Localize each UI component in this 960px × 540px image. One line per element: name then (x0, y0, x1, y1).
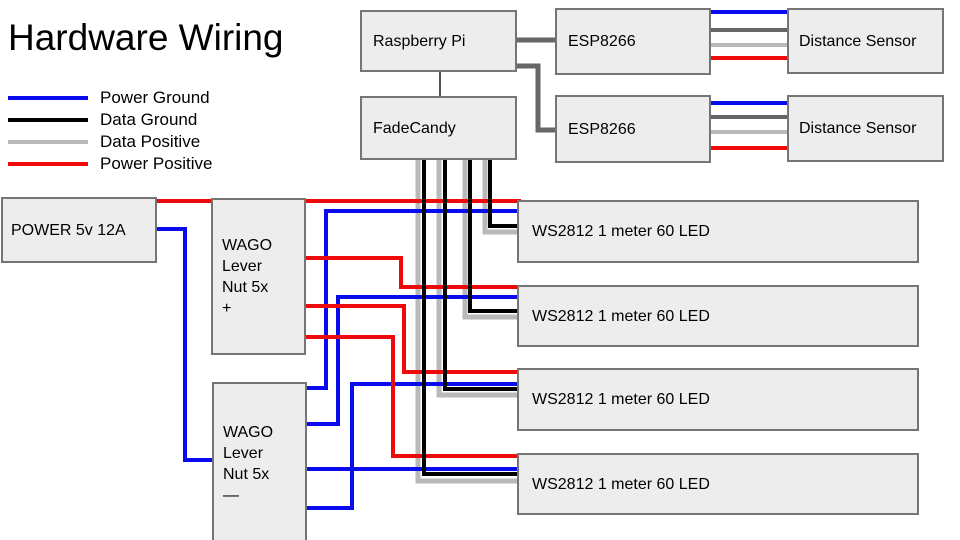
distance-sensor-box-1: Distance Sensor (787, 8, 944, 74)
data-ground-fadecandy-strip3 (443, 155, 521, 391)
wago-plus-box: WAGO Lever Nut 5x + (211, 198, 306, 355)
power-supply-box: POWER 5v 12A (1, 197, 157, 263)
power-positive-wago-plus-strip3 (304, 304, 521, 374)
data-positive-fadecandy-strip1 (482, 155, 521, 235)
raspberrypi-esp2-connector (515, 63, 557, 133)
distance-sensor-box-2: Distance Sensor (787, 95, 944, 162)
power-ground-wago-minus-strip2 (304, 295, 521, 426)
legend-item: Data Positive (8, 131, 212, 153)
legend-label: Data Positive (100, 132, 201, 151)
legend-item: Power Ground (8, 87, 212, 109)
legend-label: Power Positive (100, 154, 213, 173)
fadecandy-box: FadeCandy (360, 96, 517, 160)
legend-line-data-ground (8, 118, 88, 122)
ws2812-strip-box-2: WS2812 1 meter 60 LED (517, 285, 919, 347)
ws2812-strip-box-4: WS2812 1 meter 60 LED (517, 453, 919, 515)
power-positive-wago-plus-strip4 (304, 335, 521, 458)
legend-line-power-positive (8, 162, 88, 166)
legend-line-data-positive (8, 140, 88, 144)
legend-line-power-ground (8, 96, 88, 100)
legend-item: Power Positive (8, 153, 212, 175)
legend-item: Data Ground (8, 109, 212, 131)
raspberry-pi-box: Raspberry Pi (360, 10, 517, 72)
ws2812-strip-box-3: WS2812 1 meter 60 LED (517, 368, 919, 431)
data-ground-fadecandy-strip1 (488, 155, 521, 228)
esp8266-box-2: ESP8266 (555, 95, 711, 163)
page-title: Hardware Wiring (8, 17, 284, 58)
data-ground-fadecandy-strip4 (422, 155, 521, 476)
power-positive-wago-plus-strip2 (304, 256, 521, 289)
data-positive-fadecandy-strip2 (462, 155, 521, 320)
esp8266-box-1: ESP8266 (555, 8, 711, 75)
power-ground-supply-to-wago-minus (155, 227, 215, 462)
data-positive-fadecandy-strip4 (415, 155, 521, 484)
legend-label: Power Ground (100, 88, 210, 107)
legend-label: Data Ground (100, 110, 198, 129)
data-ground-fadecandy-strip2 (468, 155, 521, 313)
ws2812-strip-box-1: WS2812 1 meter 60 LED (517, 200, 919, 263)
data-positive-fadecandy-strip3 (436, 155, 521, 398)
wago-minus-box: WAGO Lever Nut 5x — (212, 382, 307, 540)
power-ground-wago-minus-strip3 (304, 382, 521, 510)
